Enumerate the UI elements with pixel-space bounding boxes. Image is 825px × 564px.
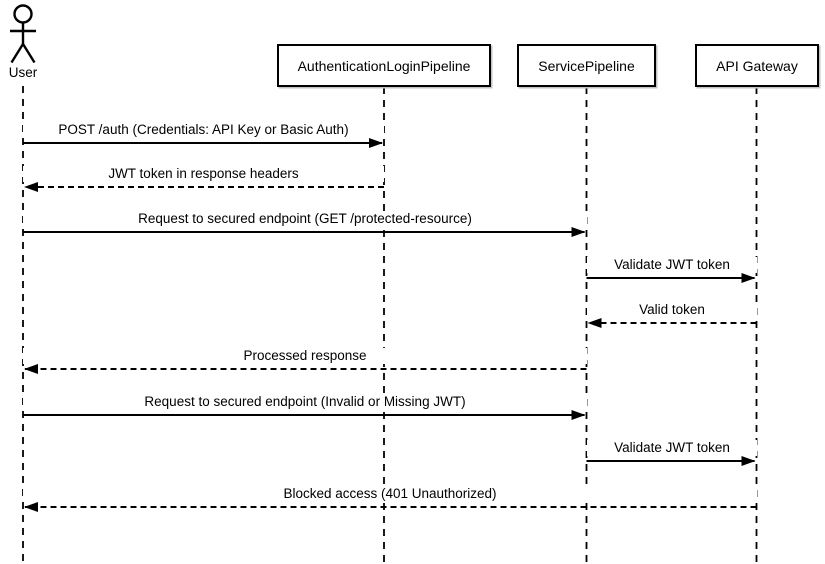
message-label-8: Validate JWT token <box>587 440 757 456</box>
message-label-7: Request to secured endpoint (Invalid or … <box>23 394 587 410</box>
participant-box-servicepipeline: ServicePipeline <box>517 44 656 87</box>
message-label-6: Processed response <box>23 348 587 364</box>
participant-box-authenticationloginpipeline: AuthenticationLoginPipeline <box>277 44 491 87</box>
actor-label-user: User <box>8 65 38 80</box>
message-label-3: Request to secured endpoint (GET /protec… <box>23 211 587 227</box>
participant-label: ServicePipeline <box>538 57 635 74</box>
participant-label: AuthenticationLoginPipeline <box>297 57 471 74</box>
message-label-1: POST /auth (Credentials: API Key or Basi… <box>23 122 384 138</box>
user-actor-icon <box>10 4 36 64</box>
message-label-5: Valid token <box>587 302 757 318</box>
participant-box-api-gateway: API Gateway <box>695 44 819 87</box>
message-label-4: Validate JWT token <box>587 257 757 273</box>
message-label-9: Blocked access (401 Unauthorized) <box>23 486 757 502</box>
message-label-2: JWT token in response headers <box>23 166 384 182</box>
participant-label: API Gateway <box>716 57 798 74</box>
